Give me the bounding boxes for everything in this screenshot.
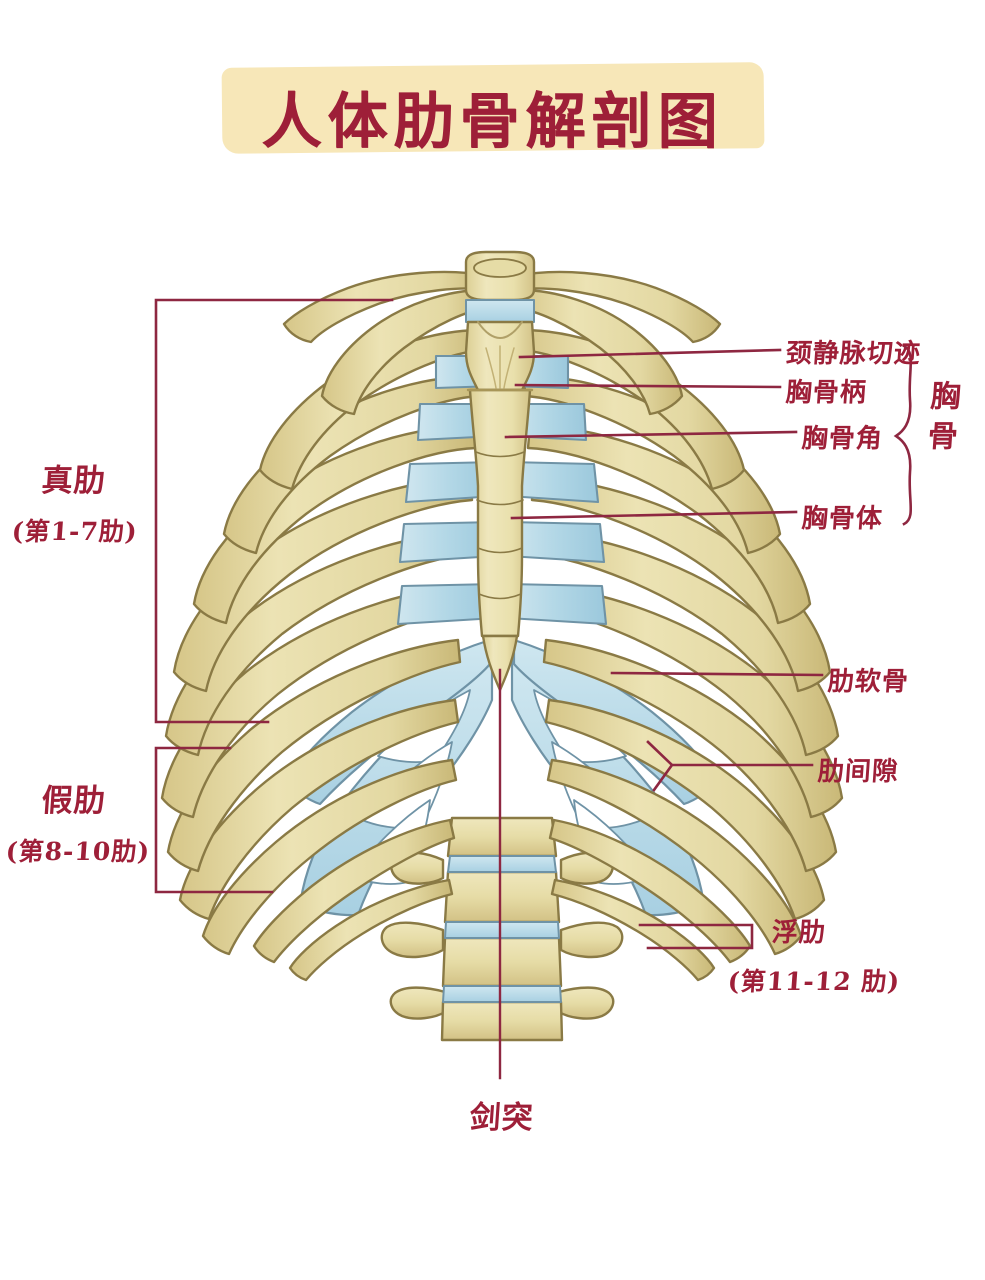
cartilage-2-left — [434, 354, 498, 390]
title-highlight-band: 人体肋骨解剖图 — [222, 59, 764, 176]
ribs-group — [160, 288, 844, 982]
upper-girdle-arcs — [282, 270, 722, 344]
manubrium-leader — [514, 383, 782, 389]
page-title-text: 人体肋骨解剖图 — [261, 86, 724, 157]
manubrium — [464, 320, 536, 392]
sternum-group-brace — [893, 344, 913, 526]
false-ribs-bracket — [154, 746, 274, 894]
floating-ribs-bracket — [638, 923, 754, 950]
sternum-ridges — [475, 451, 525, 600]
label-floating-ribs-range: (第11-12 肋) — [726, 967, 902, 996]
cartilage-3-left — [416, 402, 498, 442]
cartilage-5-left — [398, 520, 498, 564]
rib-11-right — [548, 818, 752, 964]
rib-12-right — [550, 878, 716, 982]
sternum-body — [468, 388, 532, 638]
page-title: 人体肋骨解剖图 — [0, 62, 985, 172]
cartilage-2-right — [506, 354, 570, 390]
label-true-ribs: 真肋 — [40, 463, 108, 499]
rib-5-left — [172, 476, 474, 693]
sternum-group — [464, 250, 536, 692]
label-sternum-body: 胸骨体 — [800, 504, 884, 534]
sternal-angle-leader — [504, 430, 798, 439]
jugular-notch-leader — [518, 348, 782, 359]
label-sternum-group: 胸骨 — [920, 380, 961, 460]
rib-12-left — [288, 878, 454, 982]
xiphoid-process — [481, 634, 519, 692]
upper-vertebra-block — [464, 250, 536, 302]
label-intercostal-space: 肋间隙 — [816, 757, 900, 787]
rib-5-right — [530, 476, 832, 693]
rib-9-left — [178, 698, 460, 921]
rib-6-left — [164, 530, 470, 757]
intervertebral-discs — [442, 855, 562, 1003]
rib-2-left — [258, 328, 486, 491]
rib-2-right — [518, 328, 746, 491]
cartilage-5-right — [506, 520, 606, 564]
label-jugular-notch: 颈静脉切迹 — [784, 339, 922, 369]
intercostal-space-leader — [646, 740, 814, 792]
rib-3-left — [222, 374, 482, 555]
label-costal-cartilage: 肋软骨 — [826, 667, 910, 697]
label-false-ribs: 假肋 — [40, 783, 108, 819]
rib-11-left — [252, 818, 456, 964]
rib-9-right — [544, 698, 826, 921]
label-false-ribs-range: (第8-10肋) — [4, 837, 152, 866]
label-sternal-angle: 胸骨角 — [800, 424, 884, 454]
costal-cartilage-group — [286, 638, 718, 917]
jugular-notch-mark — [477, 321, 523, 339]
clavicle-right — [512, 270, 722, 344]
rib-8-left — [166, 638, 462, 873]
cartilage-4-right — [506, 460, 600, 504]
rib-1-left — [320, 288, 490, 416]
cartilage-3-right — [506, 402, 588, 442]
rib-cartilage-joints — [396, 354, 608, 626]
rib-6-right — [534, 530, 840, 757]
label-xiphoid-process: 剑突 — [468, 1100, 536, 1136]
sternum-body-leader — [510, 510, 798, 520]
upper-disc — [465, 299, 535, 323]
transverse-processes — [380, 851, 624, 1020]
label-floating-ribs: 浮肋 — [770, 918, 827, 948]
rib-4-right — [526, 424, 812, 625]
cartilage-6-left — [396, 582, 498, 626]
label-true-ribs-range: (第1-7肋) — [10, 517, 139, 546]
rib-3-right — [522, 374, 782, 555]
rib-7-left — [160, 584, 466, 819]
rib-10-left — [201, 758, 458, 956]
rib-4-left — [192, 424, 478, 625]
vertebral-column — [380, 816, 624, 1042]
rib-7-right — [538, 584, 844, 819]
cartilage-6-right — [506, 582, 608, 626]
rib-10-right — [546, 758, 803, 956]
cartilage-4-left — [404, 460, 498, 504]
true-ribs-bracket — [154, 298, 394, 724]
label-manubrium: 胸骨柄 — [784, 378, 868, 408]
vertebra-top-face — [473, 258, 527, 278]
costal-cartilage-leader — [610, 671, 824, 677]
manubrium-striations — [485, 345, 515, 389]
clavicle-left — [282, 270, 492, 344]
rib-8-right — [542, 638, 838, 873]
rib-1-right — [514, 288, 684, 416]
